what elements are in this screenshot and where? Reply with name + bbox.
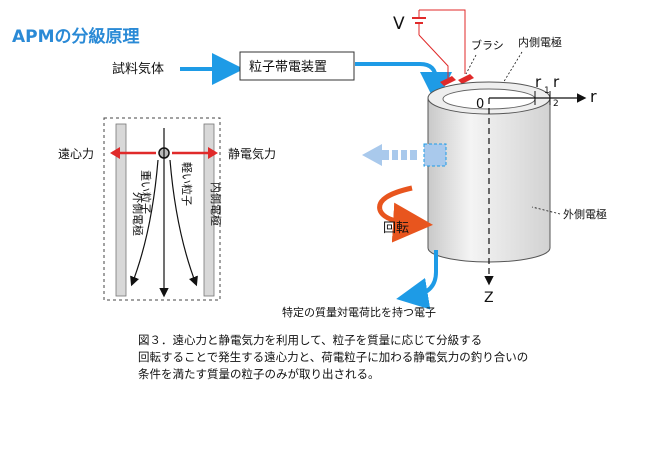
charger-box — [239, 51, 355, 81]
sample-gas-label: 試料気体 — [112, 61, 164, 77]
cylinder-outlet-port — [423, 143, 447, 167]
caption-line-3: 条件を満たす質量の粒子のみが取り出される。 — [138, 367, 380, 381]
outer-electrode-vertical-label: 外側電極 — [131, 192, 145, 236]
voltage-label: V — [393, 14, 405, 34]
z-axis-label: Z — [484, 290, 494, 306]
outlet-flow-arrow — [362, 144, 417, 166]
output-flow-arrow — [396, 250, 438, 310]
diagram-title: APMの分級原理 — [12, 27, 140, 47]
brush-label: ブラシ — [471, 38, 504, 52]
rotation-arrow — [377, 185, 433, 243]
voltage-wire-top — [419, 9, 466, 74]
brush-leader — [465, 54, 477, 75]
inner-electrode-top-label: 内側電極 — [518, 35, 562, 49]
light-particle-label: 軽い粒子 — [180, 162, 194, 206]
r2-subscript: 2 — [553, 99, 559, 109]
caption-line-1: 図３．遠心力と静電気力を利用して、粒子を質量に応じて分級する — [138, 333, 483, 347]
charger-to-cylinder-flow — [355, 62, 452, 104]
centrifugal-label: 遠心力 — [58, 147, 94, 161]
heavy-particle-label: 重い粒子 — [139, 170, 153, 214]
caption-line-2: 回転することで発生する遠心力と、荷電粒子に加わる静電気力の釣り合いの — [138, 350, 529, 364]
outer-electrode-label: 外側電極 — [563, 207, 607, 221]
outer-electrode-plate — [115, 123, 127, 297]
inner-electrode-leader — [499, 51, 523, 89]
voltage-wire-bottom — [418, 34, 449, 78]
r1-label: r — [535, 73, 542, 91]
outer-electrode-leader — [531, 206, 561, 215]
origin-label: 0 — [476, 97, 484, 112]
brush-contacts — [440, 74, 474, 86]
r-axis-label: r — [590, 87, 597, 106]
centrifugal-arrowhead — [110, 147, 120, 159]
r2-label: r — [553, 73, 560, 91]
rotation-label: 回転 — [383, 221, 409, 236]
inner-electrode-plate — [203, 123, 215, 297]
inner-electrode-vertical-label: 内側電極 — [209, 182, 223, 226]
electrostatic-label: 静電気力 — [228, 146, 276, 161]
figure-caption: 図３．遠心力と静電気力を利用して、粒子を質量に応じて分級する 回転することで発生… — [138, 332, 528, 383]
cross-section-box — [103, 117, 221, 301]
charger-label: 粒子帯電装置 — [249, 60, 327, 75]
electrostatic-arrowhead — [208, 147, 218, 159]
heavy-trajectory — [130, 159, 159, 287]
output-particles-label: 特定の質量対電荷比を持つ電子 — [282, 305, 436, 319]
light-trajectory — [169, 159, 198, 287]
r1-subscript: 1 — [544, 86, 550, 96]
voltage-source-symbol — [412, 10, 426, 35]
